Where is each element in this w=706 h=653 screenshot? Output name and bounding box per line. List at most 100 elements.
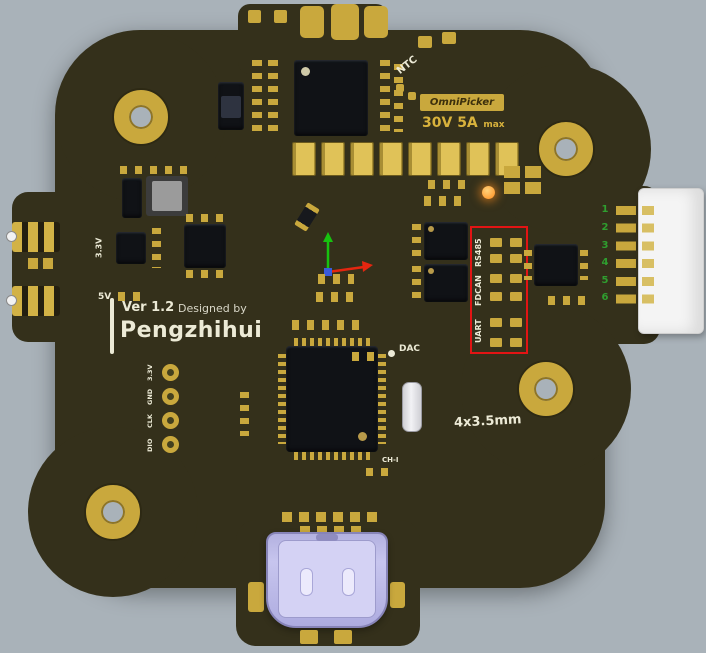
dac-dot: [388, 350, 395, 357]
bottom-pad-2: [334, 630, 352, 644]
connector-board-pads: [616, 206, 636, 306]
capacitor: [350, 142, 374, 176]
top-pad-large-3: [364, 6, 388, 38]
mcu-pins-top: [294, 338, 372, 347]
xcvr-left-pads: [524, 250, 532, 280]
usb-flank-pad-left: [248, 582, 264, 612]
inductor-core: [221, 96, 241, 118]
interface-label-rs485: RS485: [474, 238, 483, 268]
debug-pad-33v: [162, 364, 179, 381]
ntc-pad-2: [408, 92, 416, 100]
capacitor: [292, 142, 316, 176]
mcu-pins-right: [377, 354, 386, 444]
small-cap-row-1: [504, 166, 544, 178]
interface-label-fdcan: FDCAN: [474, 275, 483, 307]
dac-label: DAC: [399, 344, 421, 354]
rating-label-group: 30V 5A max: [422, 112, 505, 131]
capacitor: [379, 142, 403, 176]
interface-label-uart: UART: [474, 319, 483, 343]
top-pad-small-1: [248, 10, 261, 23]
driver-top-pads-2: [424, 196, 468, 206]
rail-5-label: 5V: [98, 292, 112, 302]
small-cap-row-2: [504, 182, 544, 194]
top-pad-large-2: [331, 4, 359, 40]
ldo-33-pads: [152, 228, 161, 268]
usb-c-notch: [316, 534, 338, 541]
xcvr-bottom-pads: [548, 296, 588, 305]
pin-number-5: 5: [601, 275, 609, 286]
driver2-left-pads: [412, 266, 421, 302]
designed-by-label: Designed by: [178, 302, 247, 315]
ch-i-pads: [366, 468, 392, 476]
driver1-dot: [428, 226, 434, 232]
jst-connector-pins: [642, 206, 654, 306]
interface-pad-pair: [490, 292, 502, 301]
capacitor: [466, 142, 490, 176]
capacitor: [408, 142, 432, 176]
bottom-pad-1: [300, 630, 318, 644]
mcu-pin1-dot: [358, 432, 367, 441]
pad-column-1: [252, 60, 262, 136]
top-pad-large-1: [300, 6, 324, 38]
debug-pad-dio: [162, 436, 179, 453]
debug-pad-gnd: [162, 388, 179, 405]
debug-label-dio: DIO: [146, 438, 154, 452]
edge-finger-pads-2: [12, 286, 60, 316]
crystal-oscillator: [402, 382, 422, 432]
origin-axis-icon: [323, 232, 373, 276]
center-pads-2: [316, 292, 356, 302]
rail-33-label: 3.3V: [94, 237, 104, 259]
brand-badge: OmniPicker: [420, 94, 504, 111]
mounting-hole-bottom-right: [519, 362, 573, 416]
interface-pad-pair: [490, 318, 502, 327]
driver-top-pads: [428, 180, 472, 189]
midleft-ic-pads-top: [186, 214, 224, 222]
pad-column-4: [394, 64, 403, 132]
xcvr-right-pads: [580, 250, 588, 280]
pin-number-6: 6: [601, 292, 609, 303]
rating-label: 30V 5A: [422, 115, 478, 131]
interface-pad-pair: [490, 274, 502, 283]
usb-c-shield-plate: [278, 540, 376, 618]
capacitor: [437, 142, 461, 176]
midleft-ic-pads-bottom: [186, 270, 224, 278]
mounting-hole-bottom-left: [86, 485, 140, 539]
version-label: Ver 1.2: [122, 300, 175, 315]
edge-hole-2: [6, 295, 17, 306]
driver2-dot: [428, 268, 434, 274]
transceiver-chip: [534, 244, 578, 286]
edge-mid-pads: [28, 258, 56, 269]
brand-badge-label: OmniPicker: [429, 97, 495, 108]
pad-column-2: [268, 60, 278, 136]
mcu-side-pads: [240, 392, 249, 436]
center-pads-1: [318, 274, 354, 284]
midleft-ic-chip: [184, 224, 226, 268]
pin-number-2: 2: [601, 222, 609, 233]
mounting-hole-top-left: [114, 90, 168, 144]
debug-pad-clk: [162, 412, 179, 429]
pin-number-4: 4: [601, 257, 609, 268]
usb-flank-pad-right: [390, 582, 405, 608]
mcu-pins-bottom: [294, 451, 372, 460]
ntc-pad-1: [396, 84, 404, 92]
top-pad-small-2: [274, 10, 287, 23]
pin-number-3: 3: [601, 240, 609, 251]
sot-component: [122, 178, 142, 218]
interface-pad-pair: [490, 254, 502, 263]
silk-divider-bar: [110, 298, 114, 354]
mounting-hole-top-right: [539, 122, 593, 176]
usb-c-slot-right: [342, 568, 355, 596]
edge-hole-1: [6, 231, 17, 242]
rail-5-pads: [118, 292, 144, 301]
power-ic-pin1-dot: [301, 67, 310, 76]
capacitor-row: [292, 142, 519, 176]
pad-column-3: [380, 60, 390, 136]
interface-pad-pair: [490, 338, 502, 347]
rating-max-label: max: [483, 120, 505, 130]
mcu-pins-left: [278, 354, 287, 444]
center-pads-3: [292, 320, 364, 330]
usb-top-pads-2: [300, 526, 364, 535]
interface-highlight-box: [470, 226, 528, 354]
pin-number-1: 1: [601, 204, 609, 215]
